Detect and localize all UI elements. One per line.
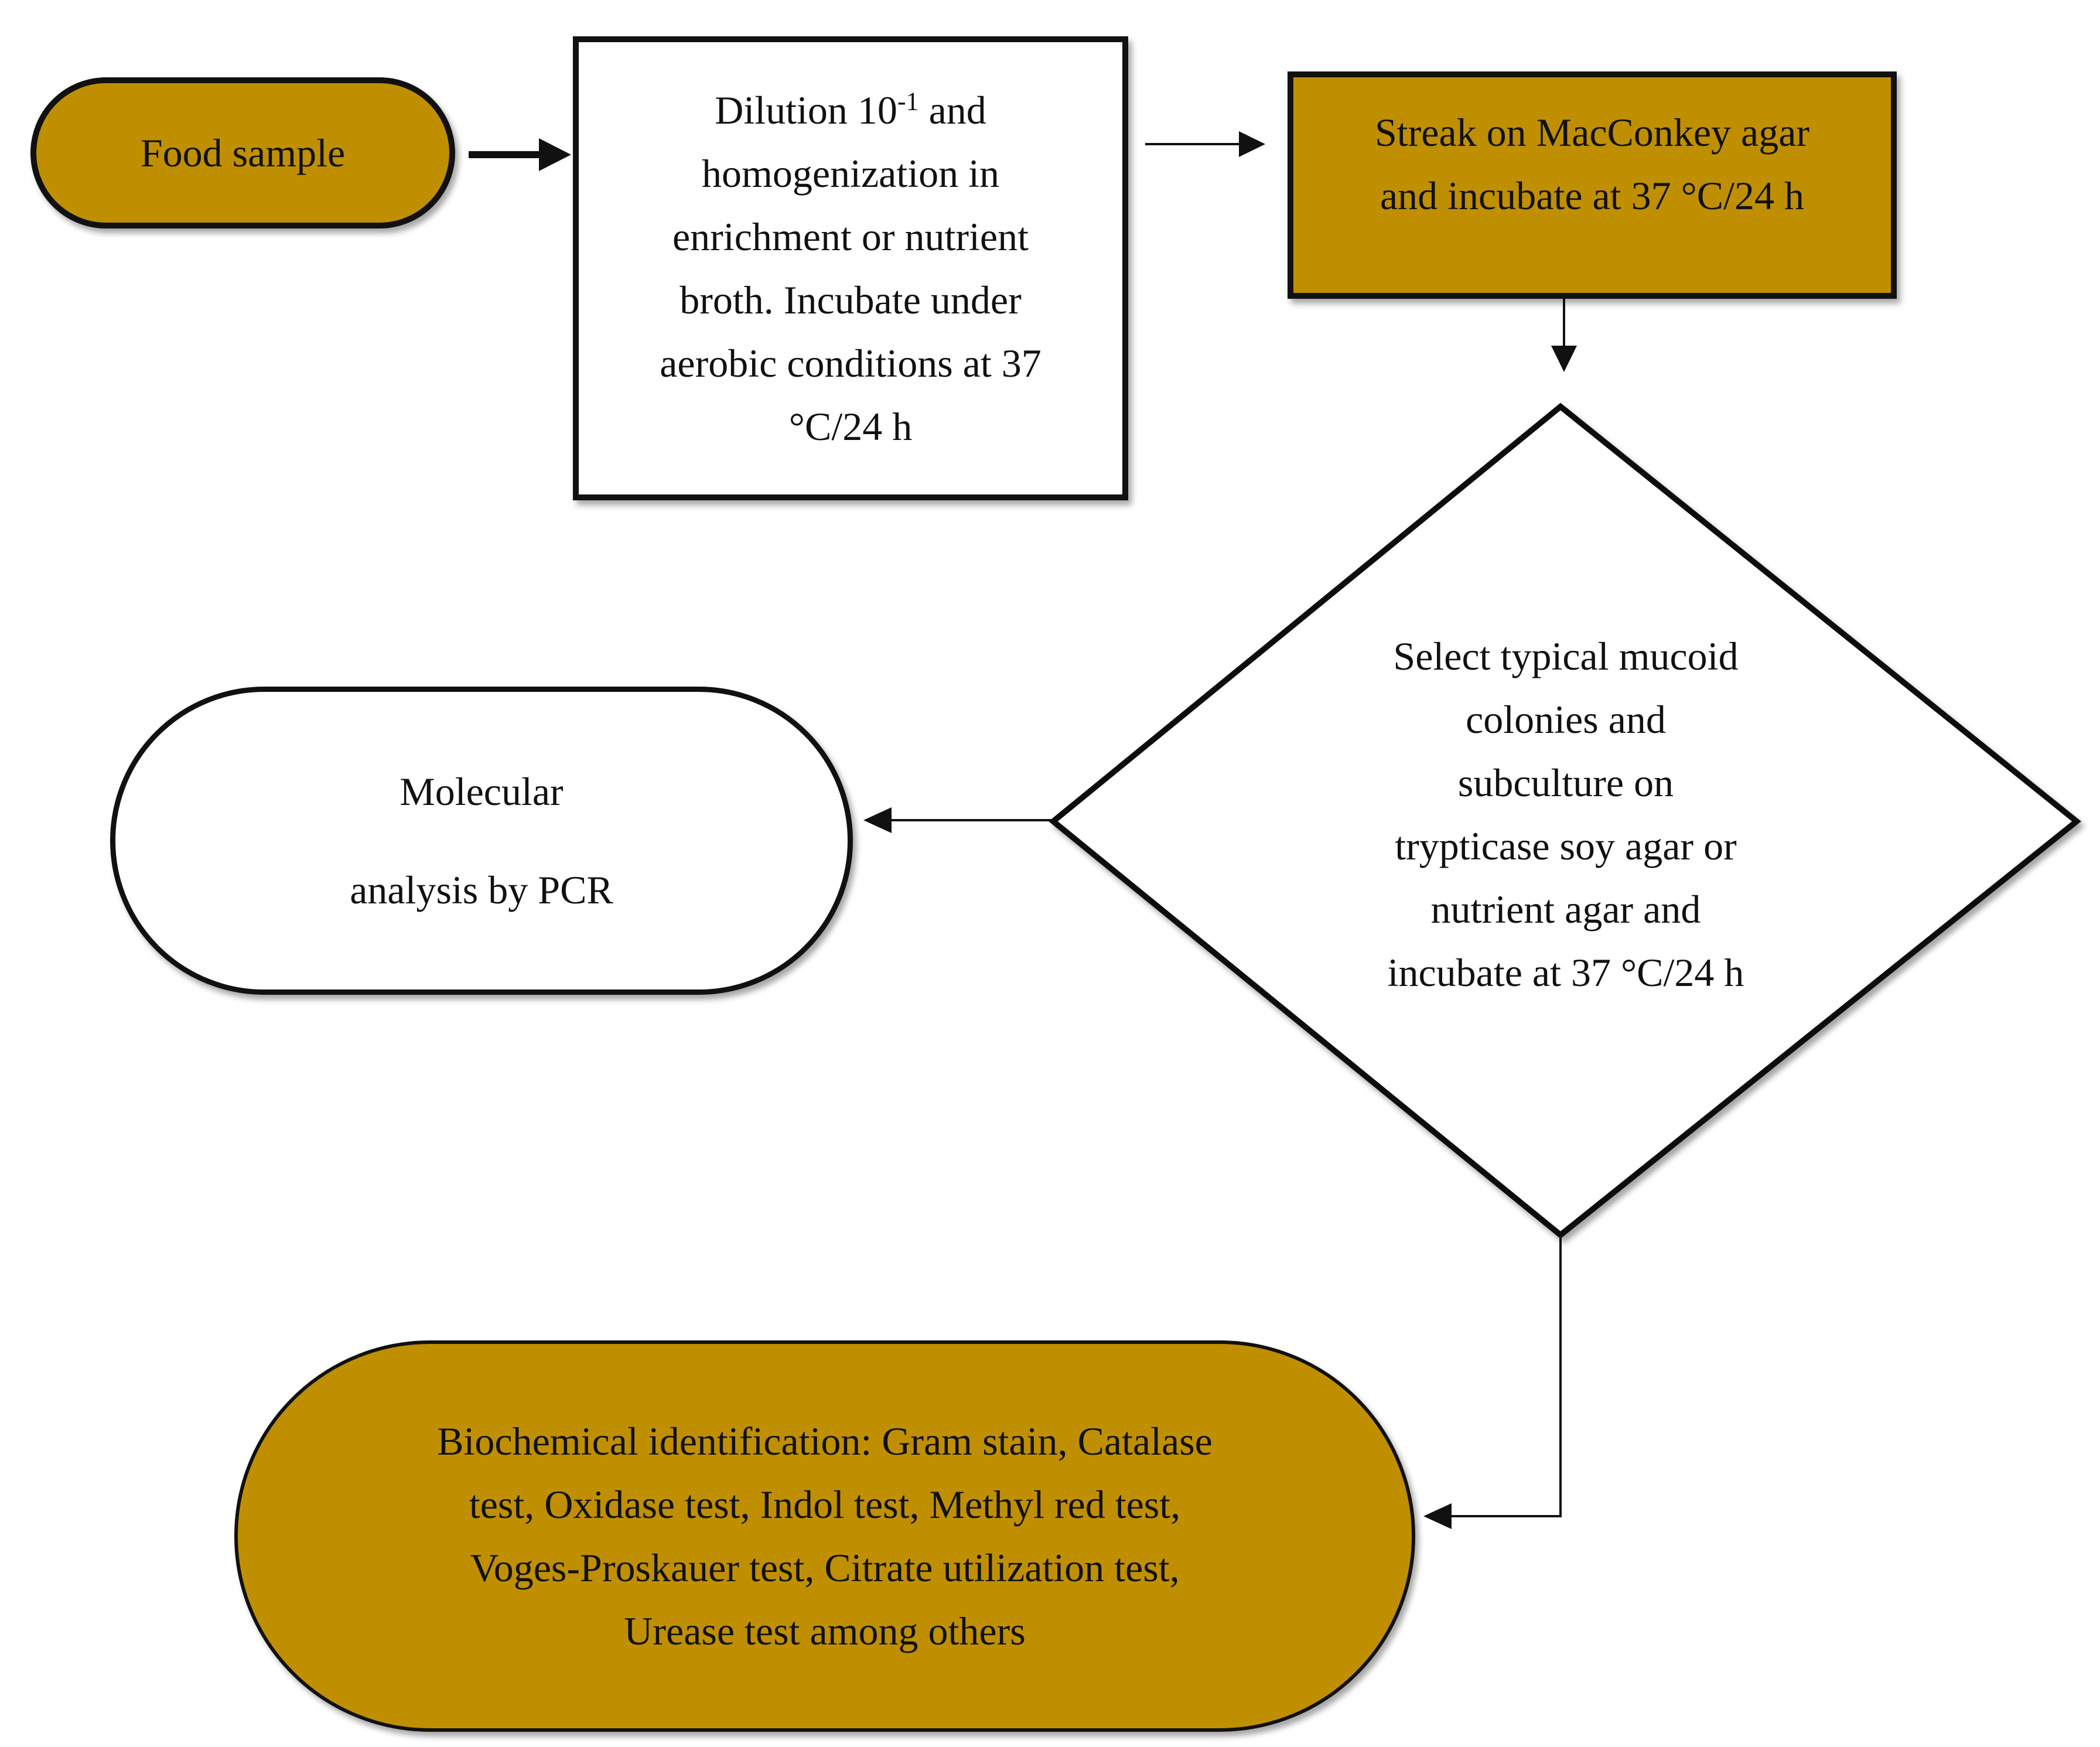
biochemical-line: Voges-Proskauer test, Citrate utilizatio… bbox=[470, 1545, 1180, 1590]
streak-text: Streak on MacConkey agar and incubate at… bbox=[1375, 101, 1809, 227]
select-line: Select typical mucoid bbox=[1393, 634, 1739, 678]
biochemical-node: Biochemical identification: Gram stain, … bbox=[234, 1340, 1415, 1732]
streak-line: and incubate at 37 °C/24 h bbox=[1379, 173, 1805, 218]
select-line: incubate at 37 °C/24 h bbox=[1387, 950, 1744, 995]
molecular-line: Molecular bbox=[399, 769, 564, 814]
dilution-line: aerobic conditions at 37 bbox=[660, 341, 1042, 385]
biochemical-line: test, Oxidase test, Indol test, Methyl r… bbox=[469, 1482, 1181, 1527]
dilution-text: Dilution 10-1 and homogenization in enri… bbox=[660, 79, 1041, 458]
arrow-select-to-molecular bbox=[863, 807, 1053, 833]
dilution-exponent: -1 bbox=[897, 87, 919, 116]
select-line: trypticase soy agar or bbox=[1395, 824, 1737, 868]
dilution-line: broth. Incubate under bbox=[679, 278, 1022, 322]
arrow-select-to-biochemical bbox=[1423, 1235, 1562, 1529]
arrow-streak-to-select bbox=[1551, 299, 1577, 372]
dilution-line1-prefix: Dilution 10 bbox=[715, 88, 897, 132]
food-sample-node: Food sample bbox=[30, 77, 455, 228]
dilution-line: enrichment or nutrient bbox=[672, 214, 1029, 259]
molecular-text: Molecular analysis by PCR bbox=[350, 742, 613, 939]
dilution-node: Dilution 10-1 and homogenization in enri… bbox=[573, 36, 1128, 500]
arrow-food-to-dilution bbox=[469, 138, 571, 171]
dilution-line1-suffix: and bbox=[918, 88, 986, 132]
biochemical-text: Biochemical identification: Gram stain, … bbox=[437, 1410, 1213, 1663]
food-sample-label: Food sample bbox=[140, 131, 346, 175]
streak-line: Streak on MacConkey agar bbox=[1374, 110, 1810, 155]
select-line: subculture on bbox=[1457, 760, 1674, 805]
select-line: colonies and bbox=[1466, 697, 1666, 742]
molecular-node: Molecular analysis by PCR bbox=[110, 687, 853, 995]
select-node-text: Select typical mucoid colonies and subcu… bbox=[1288, 615, 1844, 1014]
select-line: nutrient agar and bbox=[1430, 887, 1701, 931]
streak-node: Streak on MacConkey agar and incubate at… bbox=[1288, 71, 1897, 299]
arrow-dilution-to-streak bbox=[1145, 131, 1265, 157]
dilution-line: °C/24 h bbox=[788, 404, 913, 449]
dilution-line: homogenization in bbox=[701, 151, 999, 196]
molecular-line: analysis by PCR bbox=[350, 868, 613, 912]
biochemical-line: Urease test among others bbox=[624, 1609, 1026, 1653]
biochemical-line: Biochemical identification: Gram stain, … bbox=[437, 1419, 1213, 1463]
